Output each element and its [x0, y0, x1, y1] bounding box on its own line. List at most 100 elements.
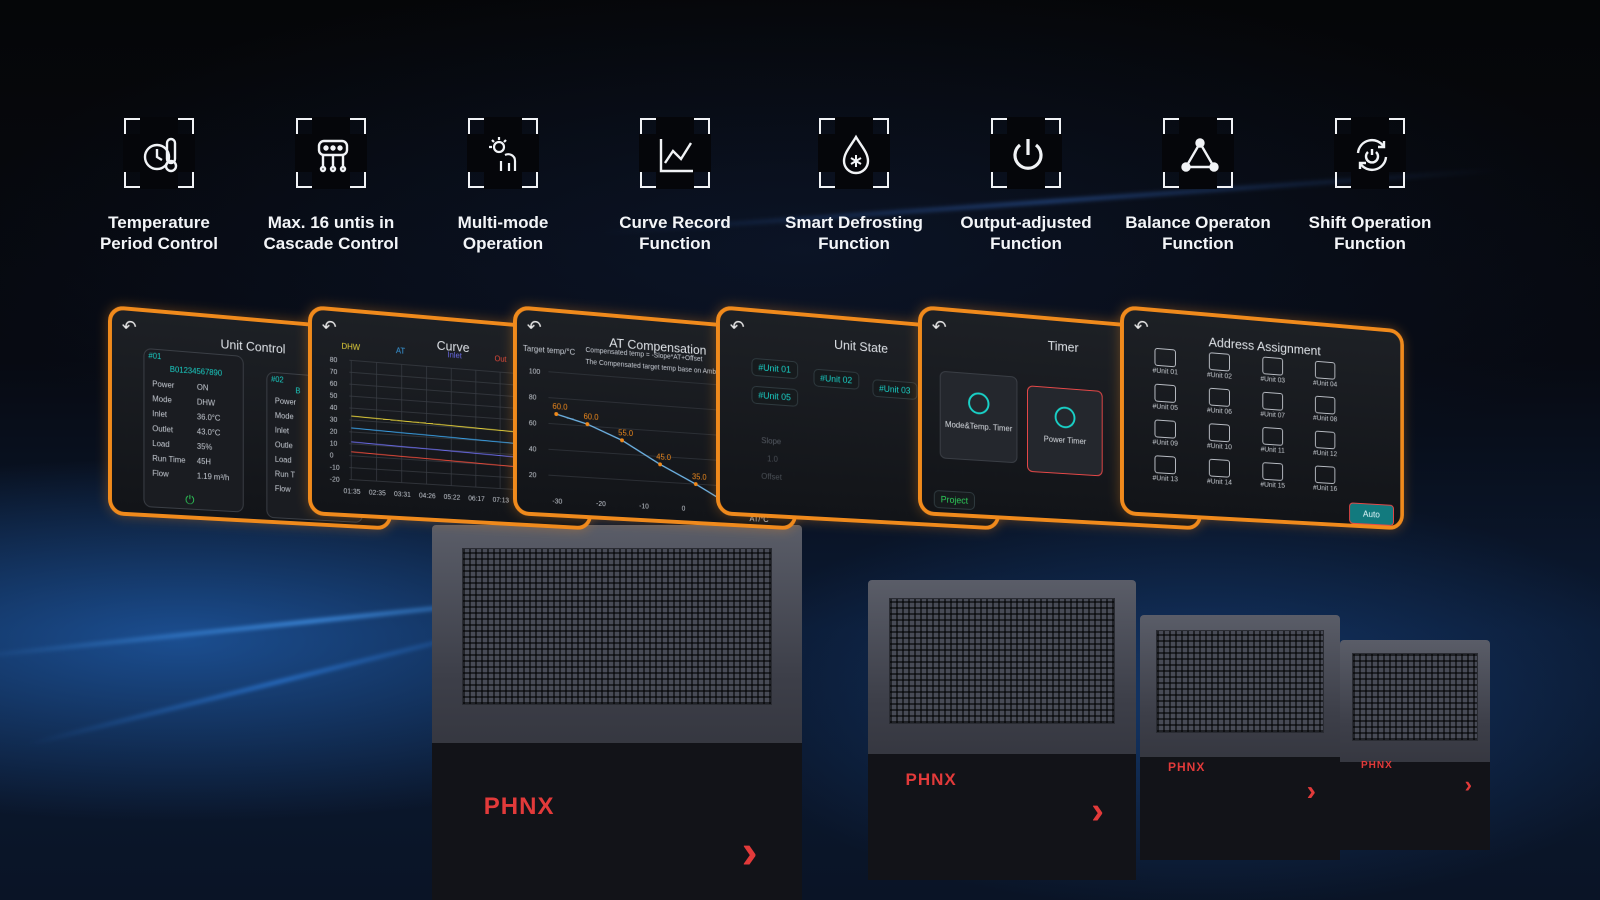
y-tick-label: 40 [330, 405, 338, 413]
unit-address-cell[interactable]: #Unit 07 [1254, 391, 1292, 420]
unit-address-cell[interactable]: #Unit 11 [1254, 426, 1292, 455]
feature-smart-defrost: Smart Defrosting Function [764, 117, 944, 254]
unit-base [432, 742, 802, 900]
fan-unit-icon [1154, 383, 1176, 404]
fan-grill [1352, 652, 1478, 741]
alarm-clock-icon [968, 391, 990, 416]
timer-card-label: Power Timer [1043, 434, 1087, 447]
unit-address-cell[interactable]: #Unit 09 [1146, 419, 1185, 448]
x-tick-label: 06:17 [468, 495, 485, 503]
y-tick-label: -10 [330, 464, 340, 472]
mode-temp-timer-button[interactable]: Mode&Temp. Timer [939, 370, 1018, 464]
unit-address-label: #Unit 06 [1206, 407, 1232, 416]
feature-label: Balance Operaton Function [1125, 213, 1271, 253]
unit-address-label: #Unit 03 [1260, 375, 1286, 385]
brand-chevron: › [1091, 790, 1104, 832]
unit-address-label: #Unit 09 [1152, 439, 1178, 448]
status-value: 1.19 m³/h [196, 471, 230, 483]
x-tick-label: 07:13 [493, 497, 509, 505]
feature-multi-mode: Multi-mode Operation [413, 117, 593, 254]
feature-label: Curve Record Function [619, 213, 731, 253]
data-label: 35.0 [692, 472, 707, 482]
auto-button[interactable]: Auto [1349, 502, 1394, 526]
brand-logo: PHNX [483, 793, 555, 820]
unit-address-cell[interactable]: #Unit 14 [1200, 458, 1238, 487]
fan-unit-icon [1262, 391, 1284, 411]
x-tick-label: 0 [682, 506, 686, 513]
unit-address-cell[interactable]: #Unit 10 [1200, 423, 1238, 452]
fan-unit-icon [1208, 387, 1230, 407]
feature-label: Multi-mode Operation [457, 213, 549, 253]
feature-label: Output-adjusted Function [960, 213, 1092, 253]
unit-address-cell[interactable]: #Unit 08 [1307, 395, 1344, 424]
fan-unit-icon [1314, 465, 1336, 485]
power-icon[interactable]: ⏻ [185, 492, 195, 507]
x-tick-label: -20 [596, 501, 606, 508]
data-point[interactable] [693, 482, 698, 487]
heat-pump-unit: PHNX › [1340, 640, 1490, 850]
fan-grill [889, 598, 1115, 724]
status-key: Inlet [274, 425, 290, 436]
fan-unit-icon [1314, 360, 1336, 380]
brand-chevron: › [1306, 775, 1316, 806]
y-tick-label: 0 [330, 452, 334, 459]
status-key: Run T [274, 469, 296, 480]
data-label: 60.0 [584, 412, 600, 422]
unit-address-cell[interactable]: #Unit 02 [1200, 351, 1238, 381]
y-tick-label: 60 [330, 381, 338, 389]
data-point[interactable] [554, 411, 559, 417]
status-key: Load [152, 438, 170, 450]
status-key: Inlet [152, 409, 167, 420]
shift-operation-icon [1334, 117, 1406, 189]
fan-unit-icon [1262, 356, 1284, 376]
unit-address-label: #Unit 10 [1206, 442, 1232, 452]
unit-address-cell[interactable]: #Unit 13 [1146, 455, 1185, 484]
feature-temperature-period: Temperature Period Control [69, 117, 249, 254]
unit-chip[interactable]: #Unit 03 [872, 379, 917, 400]
unit-address-cell[interactable]: #Unit 15 [1254, 462, 1292, 491]
unit-chip[interactable]: #Unit 05 [751, 385, 798, 407]
unit-address-cell[interactable]: #Unit 03 [1254, 356, 1292, 385]
unit-chip[interactable]: #Unit 02 [813, 368, 859, 390]
data-label: 60.0 [552, 402, 568, 412]
status-key: Power [274, 396, 297, 407]
unit-chip[interactable]: #Unit 01 [751, 357, 798, 380]
project-button[interactable]: Project [933, 489, 975, 511]
fan-unit-icon [1154, 419, 1176, 439]
x-tick-label: -30 [552, 498, 562, 506]
unit-address-cell[interactable]: #Unit 06 [1200, 387, 1238, 416]
unit-address-cell[interactable]: #Unit 16 [1307, 465, 1344, 493]
status-key: Power [152, 379, 175, 390]
x-tick-label: 05:22 [444, 494, 461, 502]
brand-logo: PHNX [905, 770, 957, 789]
unit-tag: #01 [148, 351, 162, 362]
unit-address-cell[interactable]: #Unit 04 [1307, 360, 1344, 389]
status-value: 35% [196, 441, 213, 452]
status-key: Outlet [152, 424, 174, 435]
data-point[interactable] [658, 462, 662, 467]
unit-address-cell[interactable]: #Unit 12 [1307, 430, 1344, 459]
unit-address-label: #Unit 11 [1260, 446, 1285, 455]
status-key: Mode [274, 411, 294, 422]
legend-item: Out [494, 354, 507, 364]
offset-label: Offset [761, 471, 782, 482]
power-timer-button[interactable]: Power Timer [1027, 385, 1103, 477]
unit-address-cell[interactable]: #Unit 01 [1146, 347, 1185, 377]
unit-address-label: #Unit 16 [1313, 484, 1338, 493]
unit-address-cell[interactable]: #Unit 05 [1146, 383, 1185, 413]
brand-chevron: › [741, 826, 758, 879]
fan-unit-icon [1208, 352, 1230, 372]
unit-serial: B01234567890 [169, 364, 223, 378]
data-point[interactable] [620, 438, 624, 443]
fan-unit-icon [1154, 455, 1176, 475]
unit-address-label: #Unit 14 [1206, 478, 1232, 487]
compensation-line [556, 414, 727, 503]
status-value: 43.0°C [196, 427, 221, 438]
data-label: 55.0 [618, 428, 633, 438]
unit-address-label: #Unit 04 [1313, 379, 1338, 389]
data-point[interactable] [585, 422, 590, 427]
y-tick-label: 20 [529, 472, 537, 479]
unit-base [1140, 757, 1340, 860]
